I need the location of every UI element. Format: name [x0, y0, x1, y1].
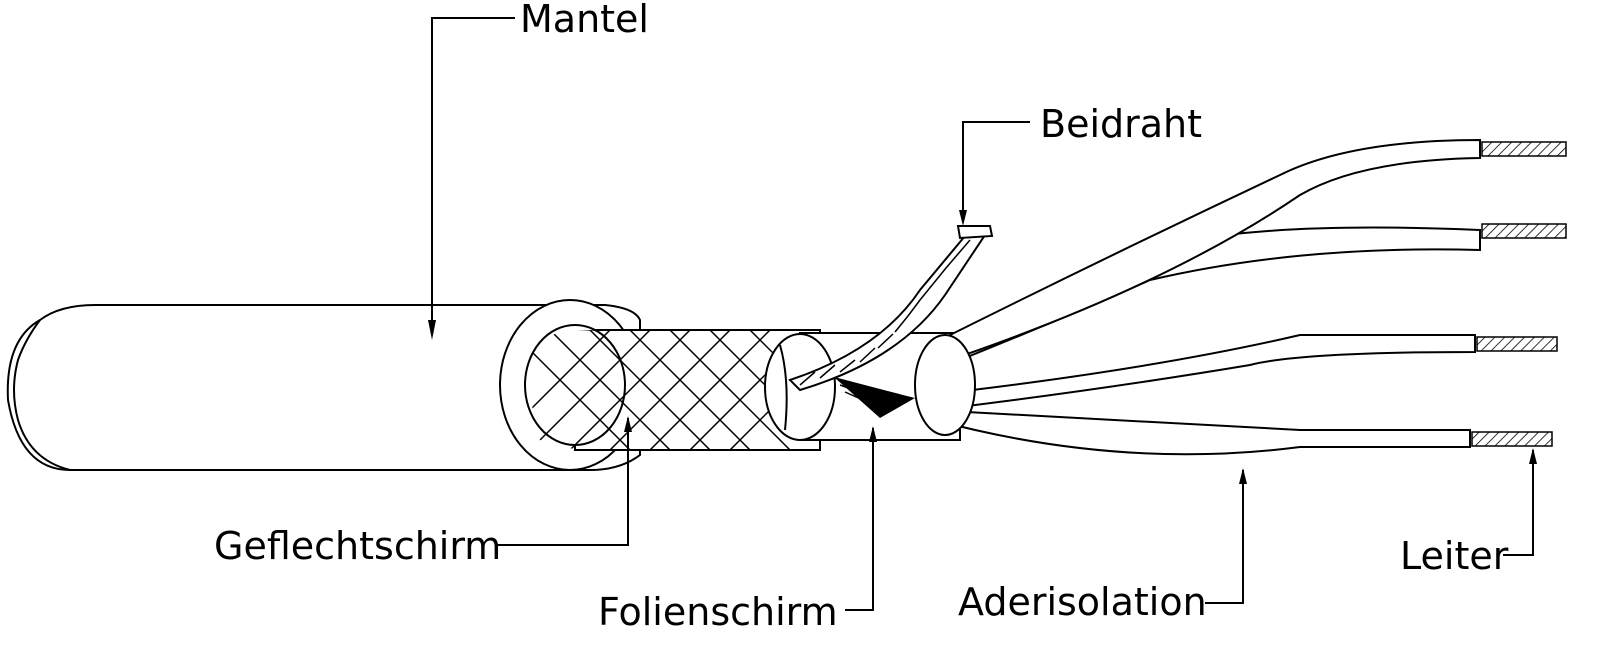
label-beidraht: Beidraht — [1040, 102, 1203, 146]
label-folienschirm: Folienschirm — [598, 590, 838, 634]
aderisolation-cores — [914, 138, 1481, 456]
label-aderisolation: Aderisolation — [958, 580, 1207, 624]
label-leiter: Leiter — [1400, 534, 1509, 578]
geflechtschirm-braid — [524, 324, 821, 451]
beidraht-drain-wire — [788, 225, 994, 392]
braid-weave — [531, 330, 800, 450]
label-mantel: Mantel — [520, 0, 649, 41]
label-geflechtschirm: Geflechtschirm — [214, 524, 502, 568]
leiter-conductors — [1471, 141, 1567, 447]
leader-lines — [428, 17, 1537, 611]
